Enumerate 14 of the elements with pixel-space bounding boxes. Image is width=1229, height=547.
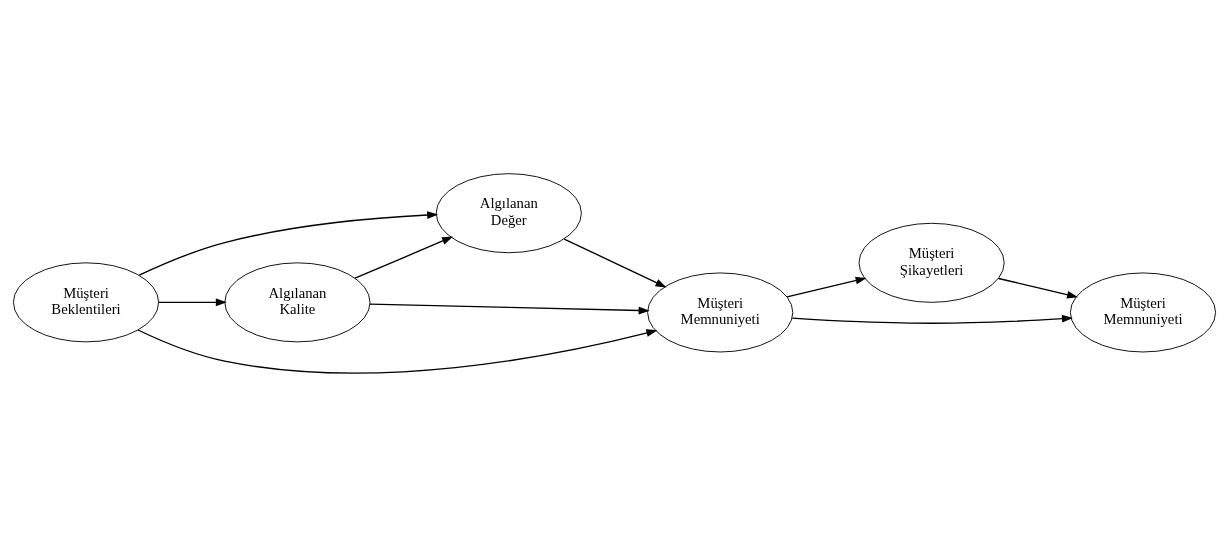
node-ellipse: Algılanan Değer (435, 173, 582, 254)
arrow (369, 303, 650, 315)
arrow (158, 298, 227, 307)
arrow (354, 236, 454, 279)
arrow (791, 314, 1073, 324)
arrow (137, 329, 658, 374)
arrow (563, 238, 667, 288)
node-ellipse: Müşteri Beklentileri (12, 262, 160, 343)
arrow (786, 276, 867, 298)
arrow (138, 211, 439, 276)
node-ellipse: Müşteri Şikayetleri (858, 222, 1005, 303)
arrow (997, 277, 1079, 299)
node-ellipse: Algılanan Kalite (224, 262, 371, 343)
node-ellipse: Müşteri Memnuniyeti (1069, 272, 1217, 353)
